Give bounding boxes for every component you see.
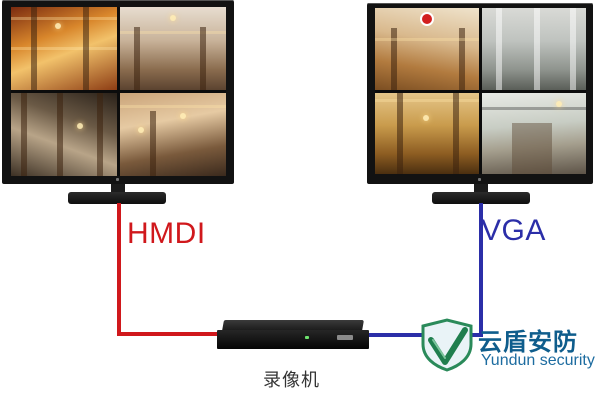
dvr-device	[217, 320, 369, 349]
left-monitor	[2, 0, 234, 184]
right-monitor-stand	[432, 192, 530, 204]
right-monitor	[367, 3, 593, 184]
vga-label: VGA	[481, 214, 546, 247]
dvr-caption: 录像机	[263, 370, 320, 391]
camera-feed	[375, 8, 479, 90]
camera-feed	[120, 93, 226, 176]
left-monitor-neck	[111, 184, 125, 193]
dvr-status-light	[305, 336, 309, 339]
camera-feed	[375, 92, 479, 174]
left-monitor-stand	[68, 192, 166, 204]
right-monitor-screen	[375, 8, 586, 174]
hdmi-cable-vertical	[117, 203, 121, 335]
right-monitor-neck	[474, 184, 488, 194]
power-indicator	[478, 178, 481, 181]
watermark-english: Yundun security	[481, 352, 595, 369]
vga-cable-vertical	[479, 203, 483, 336]
power-indicator	[116, 178, 119, 181]
hdmi-cable-horizontal	[117, 332, 219, 336]
left-monitor-screen	[11, 7, 226, 176]
camera-feed	[482, 92, 586, 174]
camera-feed	[11, 7, 117, 90]
camera-feed	[11, 93, 117, 176]
camera-feed	[120, 7, 226, 90]
camera-feed	[482, 8, 586, 90]
hdmi-label: HMDI	[127, 217, 206, 250]
watermark-chinese: 云盾安防	[478, 328, 578, 356]
dvr-brand-badge	[337, 335, 353, 340]
shield-check-icon	[421, 318, 473, 372]
